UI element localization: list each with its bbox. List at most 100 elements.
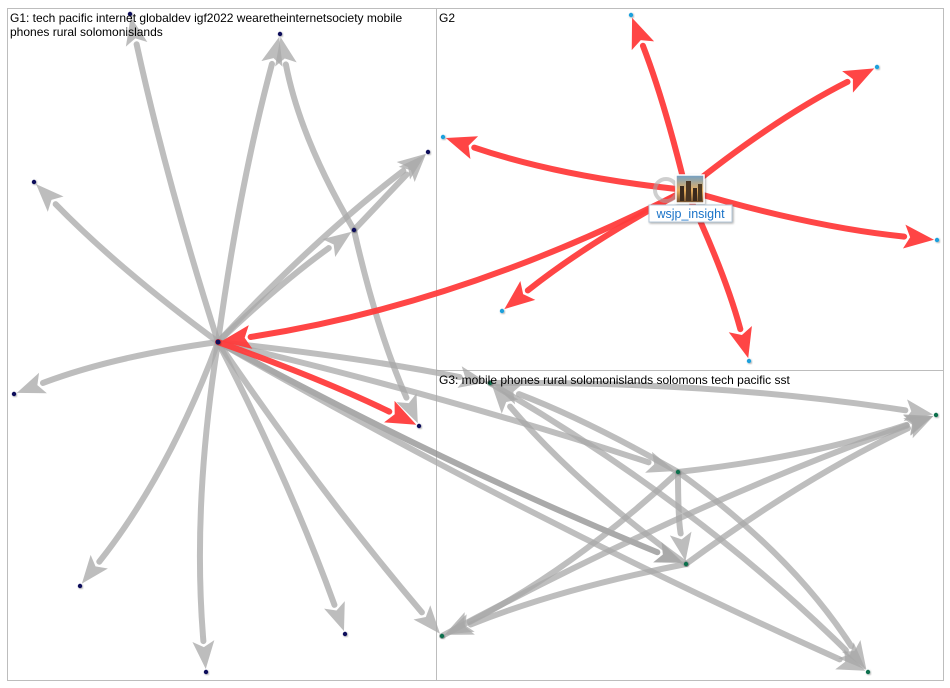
vertex-w2[interactable] [874,64,880,70]
edge-line [215,339,843,663]
edge-g3b-g3f [491,385,689,567]
arrowhead-icon [36,184,64,212]
featured-node-wsjp-insight[interactable]: wsjp_insight [648,174,733,223]
edge-n5-n7 [351,227,418,424]
edge-line [39,339,221,386]
edge-hub-n5 [215,231,352,345]
edge-hub-g3d [215,339,441,634]
vertex-w3[interactable] [440,134,446,140]
arrowhead-icon [504,281,536,310]
edge-n5-n2 [275,36,357,233]
edge-line [675,469,855,649]
vertex-n9[interactable] [203,669,209,675]
arrowhead-icon [457,366,488,388]
arrowhead-icon [192,640,215,670]
edge-line [507,403,689,567]
vertex-n2[interactable] [277,31,283,37]
arrowhead-icon [125,16,148,47]
edge-g3f-g3e [487,380,866,670]
edge-line [282,61,357,233]
edge-hub-n1 [125,16,221,345]
vertex-w6[interactable] [746,358,752,364]
vertex-w4[interactable] [934,237,940,243]
arrowhead-icon [398,154,426,183]
edge-hub-n10 [215,339,345,632]
edge-line [215,245,332,345]
featured-node-label: wsjp_insight [655,207,725,221]
arrowhead-icon [903,415,934,436]
edge-hub-n8 [81,339,221,584]
vertex-g3e[interactable] [865,669,871,675]
group-label-g2: G2 [439,11,455,25]
edge-line [351,171,410,233]
arrowhead-icon [842,68,875,93]
vertex-w5[interactable] [499,308,505,314]
arrowhead-icon [838,642,866,670]
edge-hub-n3 [36,184,221,345]
group-label-g1-line2: phones rural solomonislands [10,25,163,39]
edge-line [683,425,911,567]
arrowhead-icon [413,605,441,634]
nodes-layer [11,11,940,675]
arrowhead-icon [384,400,417,425]
city-photo-thumbnail-icon [675,174,705,204]
vertex-g3f[interactable] [487,380,493,386]
vertex-g3d[interactable] [439,633,445,639]
edge-line [215,339,393,415]
arrowhead-icon [728,326,752,359]
vertex-n3[interactable] [31,179,37,185]
edge-wsjp-w3 [445,136,689,193]
arrowhead-icon [220,325,253,349]
arrowhead-icon [16,372,47,394]
edge-line [487,379,909,414]
group-label-g1: G1: tech pacific internet globaldev igf2… [10,11,403,25]
edge-hub-n9 [192,339,221,670]
edge-wsjp-w1 [631,17,689,193]
edge-line [471,144,689,193]
edge-hub-g3f [215,339,488,388]
edge-line [196,339,221,645]
vertex-n4[interactable] [425,149,431,155]
edge-line [487,380,849,654]
vertex-g3c[interactable] [933,412,939,418]
arrowhead-icon [445,136,479,159]
edge-hub-n7 [215,339,417,425]
edge-line [675,469,684,537]
edge-g3d-g3c [439,415,934,639]
vertex-n6[interactable] [11,391,17,397]
vertex-g3a[interactable] [675,469,681,475]
edge-line [215,339,425,616]
edge-n5-n4 [351,154,426,233]
vertex-n7[interactable] [416,423,422,429]
group-panel-g3 [436,370,944,681]
edge-line [515,391,681,475]
edge-line [133,41,221,345]
edge-g3a-g3d [444,469,681,635]
edge-hub-n6 [16,339,221,394]
arrowhead-icon [491,385,519,414]
edge-line [467,561,689,628]
vertex-g3b[interactable] [683,561,689,567]
edge-wsjp-hub [220,187,689,349]
edge-line [639,42,689,193]
vertex-n1[interactable] [127,11,133,17]
edges-layer [16,16,935,671]
vertex-n10[interactable] [342,631,348,637]
vertex-hub[interactable] [215,339,221,345]
vertex-n8[interactable] [77,583,83,589]
arrowhead-icon [669,531,692,562]
featured-node-label-box [648,204,733,223]
edge-line [683,78,851,193]
edge-g3a-g3f [492,383,681,475]
vertex-n5[interactable] [351,227,357,233]
edge-line [215,339,463,381]
arrowhead-icon [396,393,418,424]
group-label-g3: G3: mobile phones rural solomonislands s… [439,373,791,387]
arrowhead-icon [322,231,352,257]
vertex-w1[interactable] [628,12,634,18]
edge-wsjp-w4 [683,187,935,249]
edge-line [215,339,338,608]
group-panels [7,8,944,681]
arrowhead-icon [902,224,935,249]
